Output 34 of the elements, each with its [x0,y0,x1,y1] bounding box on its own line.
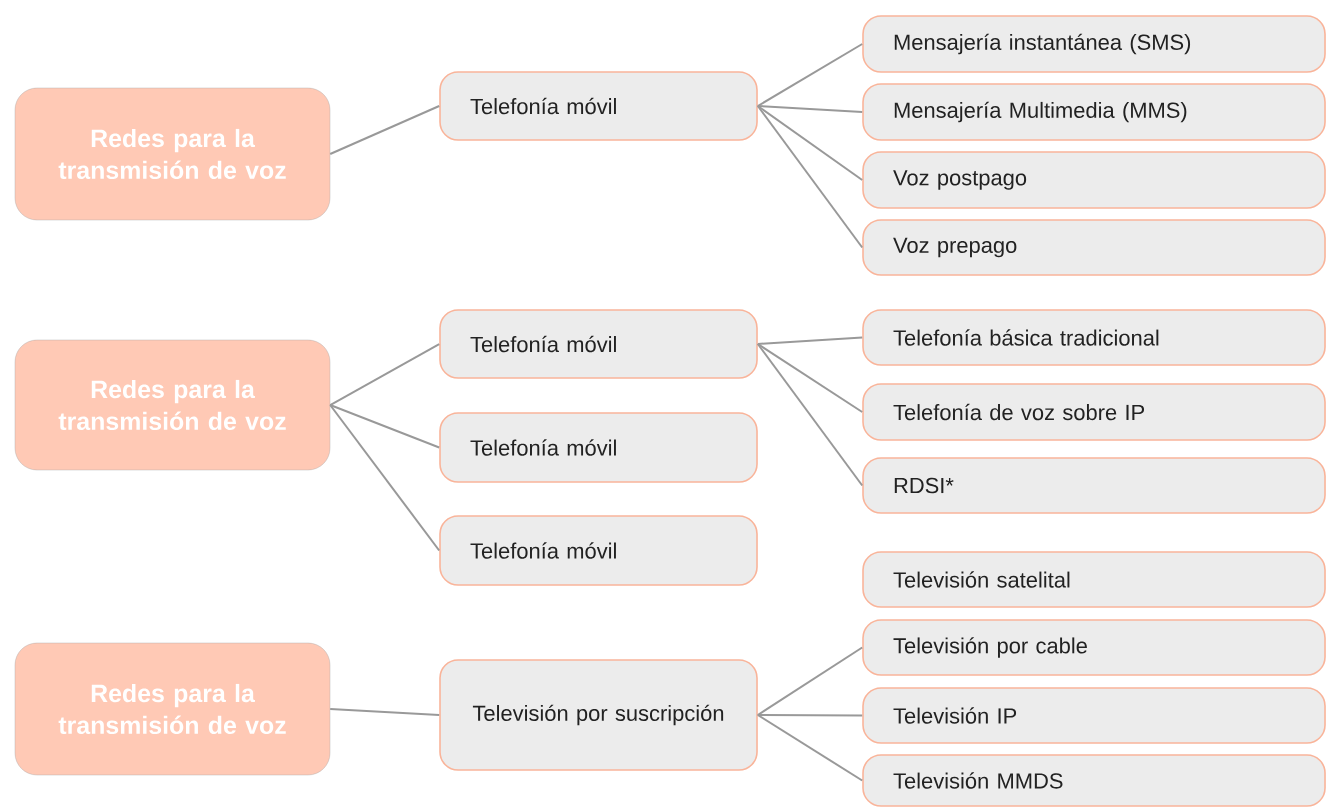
service-box: Televisión por suscripción [439,659,758,771]
connector-line [756,343,864,487]
category-box: Redes para la transmisión de voz [14,339,331,471]
connector-line [756,105,864,113]
connector-line [756,105,864,181]
connector-line [329,708,441,716]
service-box: Telefonía móvil [439,309,758,379]
service-box: Telefonía móvil [439,71,758,141]
subservice-box: RDSI* [862,457,1326,514]
subservice-box: Televisión por cable [862,619,1326,676]
connector-line [756,343,864,413]
subservice-box: Telefonía de voz sobre IP [862,383,1326,441]
connector-line [329,105,441,155]
connector-line [329,343,441,406]
service-box: Telefonía móvil [439,515,758,586]
subservice-box: Telefonía básica tradicional [862,309,1326,366]
connector-line [756,336,864,345]
connector-line [329,404,441,552]
subservice-box: Voz postpago [862,151,1326,209]
connector-line [756,646,864,716]
service-box: Telefonía móvil [439,412,758,483]
subservice-box: Mensajería instantánea (SMS) [862,15,1326,73]
connector-line [756,43,864,107]
subservice-box: Voz prepago [862,219,1326,276]
subservice-box: Televisión IP [862,687,1326,744]
subservice-box: Televisión satelital [862,551,1326,608]
subservice-box: Televisión MMDS [862,754,1326,807]
connector-line [756,714,864,782]
subservice-box: Mensajería Multimedia (MMS) [862,83,1326,141]
category-box: Redes para la transmisión de voz [14,87,331,221]
connector-line [756,714,864,717]
connector-line [756,105,864,249]
category-box: Redes para la transmisión de voz [14,642,331,776]
connector-line [329,404,441,449]
